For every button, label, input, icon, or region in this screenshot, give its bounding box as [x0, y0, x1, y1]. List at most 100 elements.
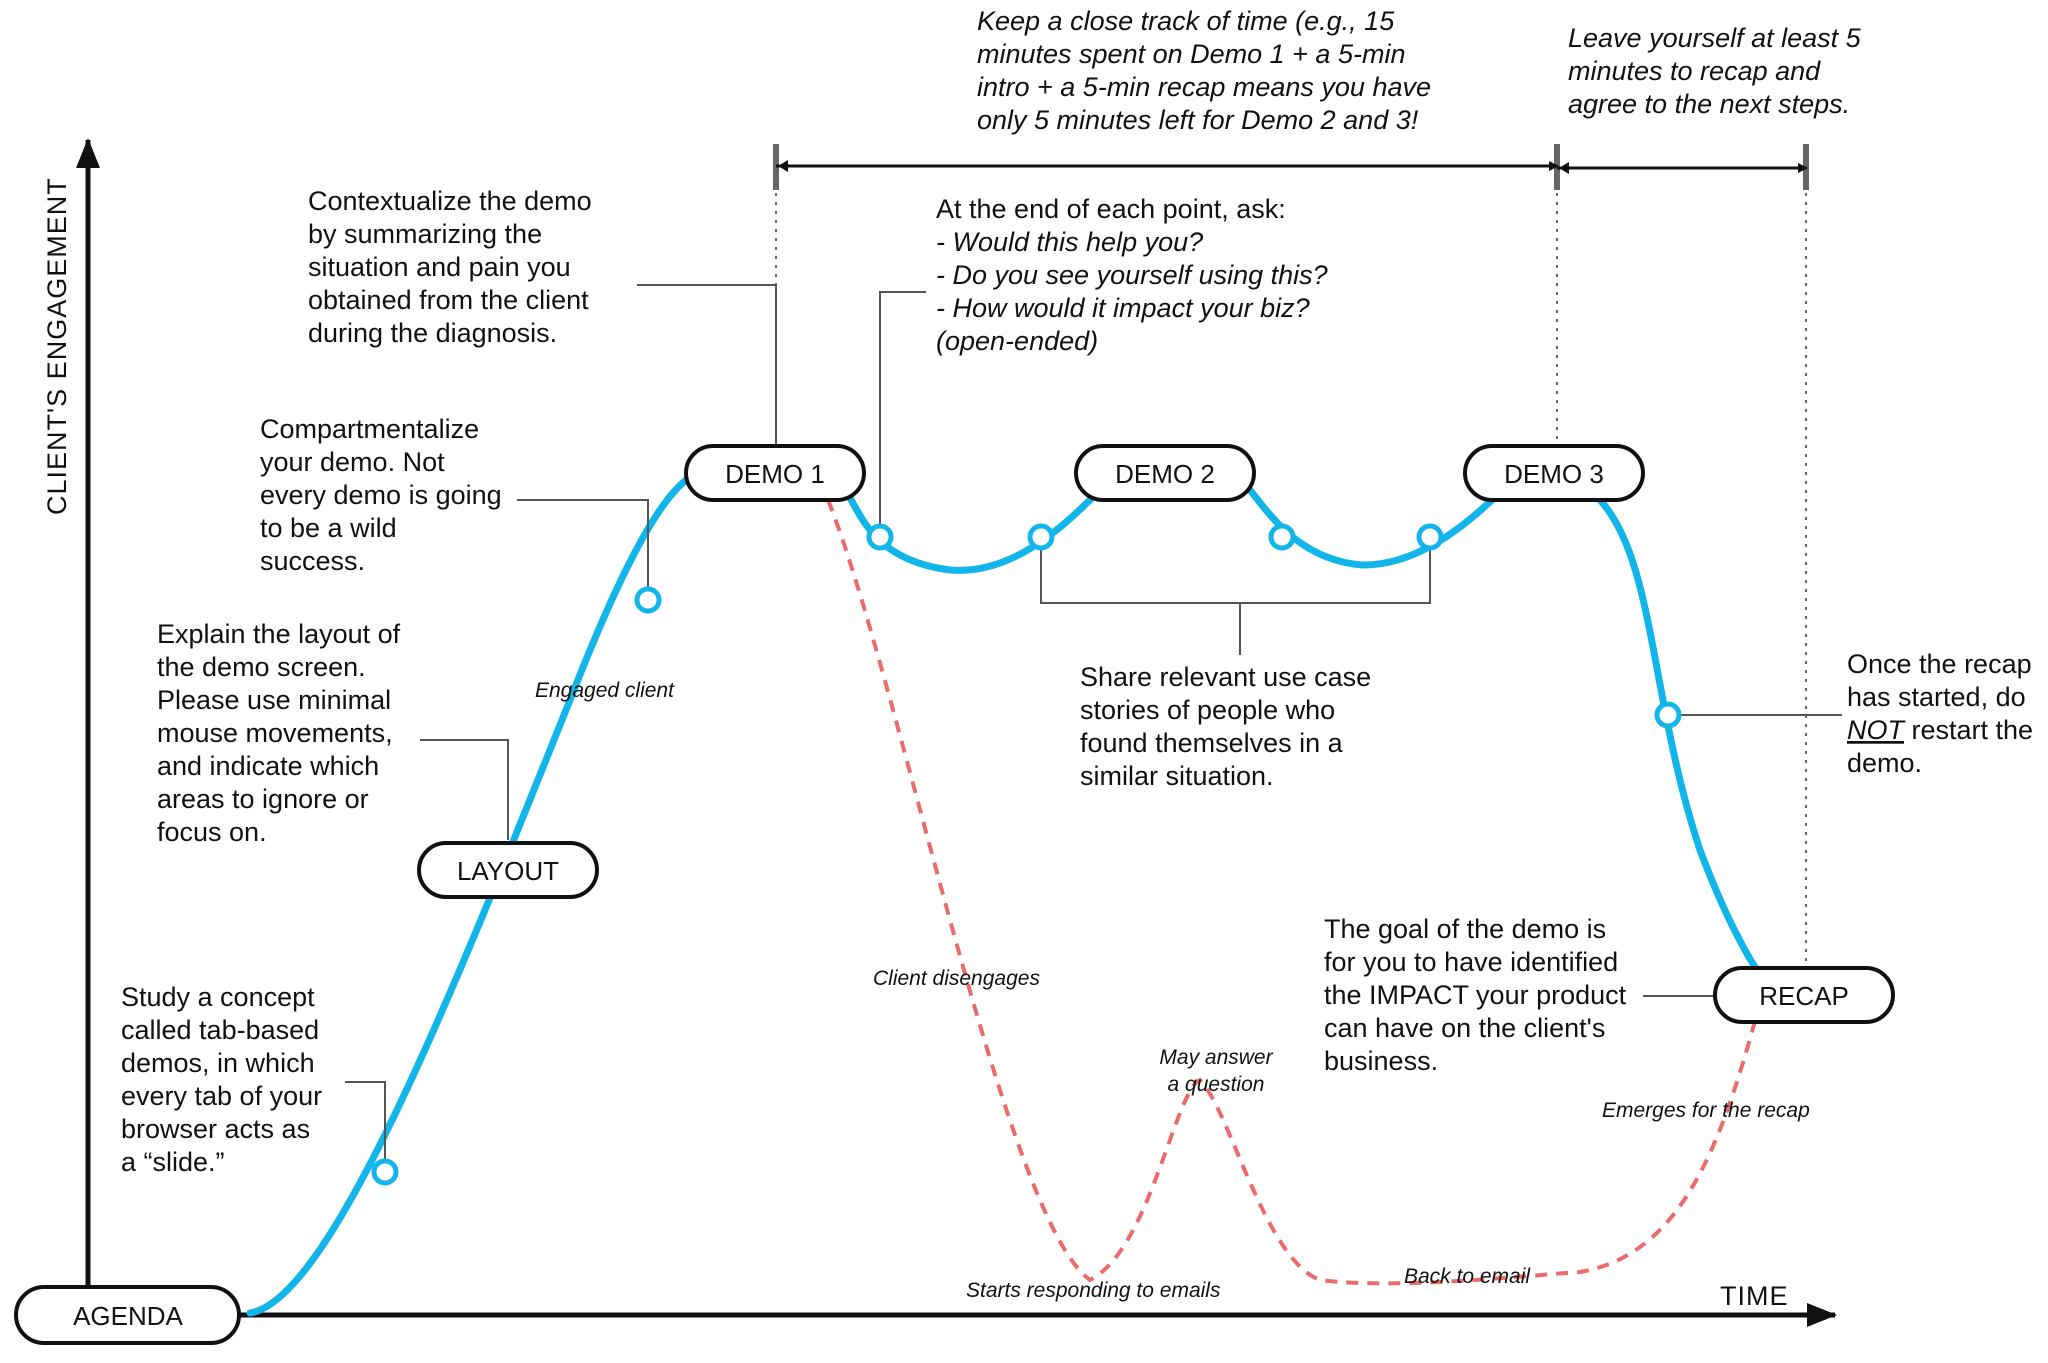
note-study-line: demos, in which: [121, 1048, 315, 1078]
note-study-line: called tab-based: [121, 1015, 319, 1045]
marker-restart: [1654, 701, 1682, 729]
note-ask-items: - Would this help you?- Do you see yours…: [936, 227, 1328, 356]
label-may-answer-1: May answer: [1159, 1046, 1273, 1069]
marker-compartment: [634, 586, 662, 614]
stage-demo3-label: DEMO 3: [1504, 459, 1604, 489]
note-compartment-line: Compartmentalize: [260, 414, 479, 444]
leader-contextualize: [637, 284, 777, 450]
note-contextualize-line: situation and pain you: [308, 252, 571, 282]
disengaged-curve: [826, 499, 1760, 1286]
stage-demo2-label: DEMO 2: [1115, 459, 1215, 489]
note-share-line: similar situation.: [1080, 761, 1274, 791]
note-restart-line2: has started, do: [1847, 682, 2026, 712]
note-restart-line3: NOT restart the: [1847, 715, 2033, 745]
marker-share-left: [1027, 523, 1055, 551]
leader-ask: [879, 291, 926, 535]
marker-share-right: [1416, 523, 1444, 551]
note-explain-line: Explain the layout of: [157, 619, 401, 649]
note-ask-items-line: - Do you see yourself using this?: [936, 260, 1328, 290]
label-engaged: Engaged client: [535, 679, 675, 702]
x-axis-label: TIME: [1720, 1281, 1789, 1311]
leader-share: [1040, 548, 1431, 604]
note-compartment-line: every demo is going: [260, 480, 502, 510]
note-compartment-line: success.: [260, 546, 365, 576]
note-goal-line: for you to have identified: [1324, 947, 1618, 977]
leader-study: [345, 1081, 386, 1175]
note-goal-line: The goal of the demo is: [1324, 914, 1606, 944]
leader-explain: [420, 739, 509, 840]
note-ask-items-line: (open-ended): [936, 326, 1098, 356]
note-goal-line: business.: [1324, 1046, 1438, 1076]
note-ask-items-line: - How would it impact your biz?: [936, 293, 1310, 323]
marker-demo2-right: [1268, 523, 1296, 551]
note-share-line: stories of people who: [1080, 695, 1335, 725]
note-explain-line: Please use minimal: [157, 685, 391, 715]
note-explain-line: the demo screen.: [157, 652, 366, 682]
note-ask-title: At the end of each point, ask:: [936, 194, 1286, 224]
note-time-track-line: intro + a 5-min recap means you have: [977, 72, 1431, 102]
note-study-line: browser acts as: [121, 1114, 310, 1144]
note-explain-line: and indicate which: [157, 751, 379, 781]
note-study-line: every tab of your: [121, 1081, 322, 1111]
stage-agenda: AGENDA: [14, 1285, 241, 1345]
time-span-recap-left-head: [1559, 162, 1569, 174]
marker-ask: [866, 523, 894, 551]
stage-agenda-label: AGENDA: [73, 1301, 183, 1331]
note-time-track-line: minutes spent on Demo 1 + a 5-min: [977, 39, 1405, 69]
note-restart: Once the recap has started, do NOT resta…: [1847, 649, 2033, 778]
stage-layout: LAYOUT: [417, 841, 599, 899]
note-goal-line: can have on the client's: [1324, 1013, 1605, 1043]
note-recap-time-line: agree to the next steps.: [1568, 89, 1850, 119]
stage-demo1: DEMO 1: [684, 444, 866, 502]
stage-recap: RECAP: [1713, 966, 1895, 1024]
note-restart-line4: demo.: [1847, 748, 1922, 778]
note-time-track-line: only 5 minutes left for Demo 2 and 3!: [977, 105, 1419, 135]
note-restart-not: NOT: [1847, 715, 1907, 745]
label-may-answer-2: a question: [1168, 1073, 1265, 1096]
note-contextualize-line: during the diagnosis.: [308, 318, 557, 348]
label-back-email: Back to email: [1404, 1265, 1531, 1288]
engaged-curve: [246, 466, 1774, 1317]
stage-demo2: DEMO 2: [1074, 444, 1256, 502]
marker-study: [371, 1158, 399, 1186]
leader-compartment: [517, 499, 649, 590]
label-emails: Starts responding to emails: [966, 1279, 1221, 1302]
label-emerges: Emerges for the recap: [1602, 1099, 1810, 1122]
stage-demo1-label: DEMO 1: [725, 459, 825, 489]
note-compartment-line: to be a wild: [260, 513, 397, 543]
note-explain-line: areas to ignore or: [157, 784, 369, 814]
note-explain-line: mouse movements,: [157, 718, 393, 748]
stage-layout-label: LAYOUT: [457, 856, 559, 886]
note-contextualize-line: Contextualize the demo: [308, 186, 592, 216]
note-time-track-line: Keep a close track of time (e.g., 15: [977, 6, 1395, 36]
note-explain-line: focus on.: [157, 817, 267, 847]
note-study-line: Study a concept: [121, 982, 315, 1012]
note-share-line: found themselves in a: [1080, 728, 1344, 758]
note-restart-line1: Once the recap: [1847, 649, 2032, 679]
note-compartment-line: your demo. Not: [260, 447, 445, 477]
note-contextualize-line: obtained from the client: [308, 285, 589, 315]
stage-demo3: DEMO 3: [1463, 444, 1645, 502]
note-restart-rest: restart the: [1904, 715, 2033, 745]
note-share-line: Share relevant use case: [1080, 662, 1371, 692]
note-study-line: a “slide.”: [121, 1147, 225, 1177]
note-goal-line: the IMPACT your product: [1324, 980, 1627, 1010]
time-span-demos-left-head: [778, 160, 788, 172]
note-contextualize-line: by summarizing the: [308, 219, 542, 249]
label-disengages: Client disengages: [873, 967, 1040, 990]
y-axis-label: CLIENT'S ENGAGEMENT: [42, 177, 72, 515]
note-recap-time-line: Leave yourself at least 5: [1568, 23, 1862, 53]
note-ask-items-line: - Would this help you?: [936, 227, 1203, 257]
stage-recap-label: RECAP: [1759, 981, 1849, 1011]
note-recap-time-line: minutes to recap and: [1568, 56, 1821, 86]
